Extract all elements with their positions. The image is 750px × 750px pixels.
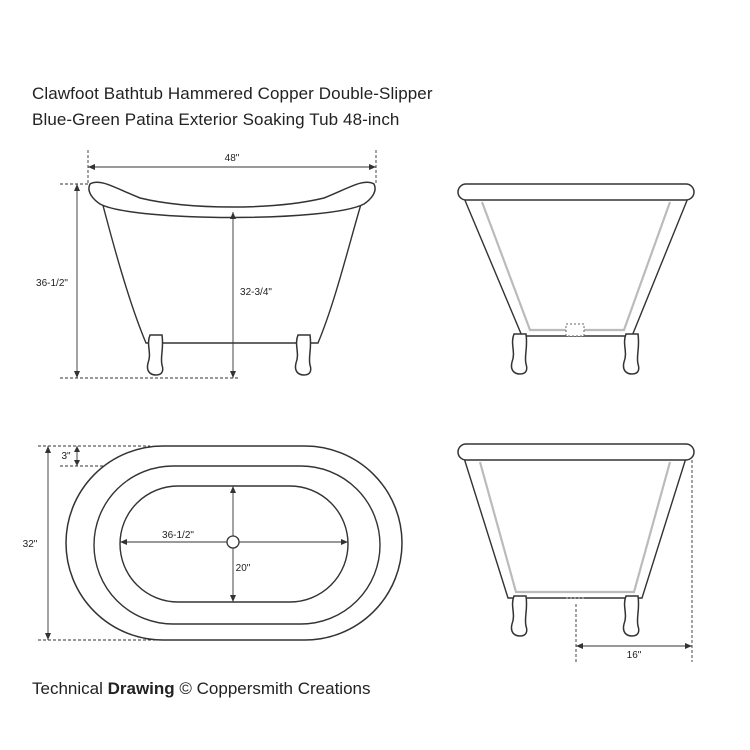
dim-label-length: 48": [225, 153, 240, 164]
tub-rim-front: [88, 181, 376, 219]
end-view: 16": [457, 443, 695, 662]
top-view: 32" 3" 36-1/2" 20": [23, 445, 403, 641]
clawfoot-right: [294, 334, 312, 376]
dim-label-rim: 3": [61, 451, 71, 462]
dim-label-inner-width: 20": [236, 563, 251, 574]
tub-body-side: [463, 197, 689, 337]
tub-inner-wall: [478, 461, 672, 594]
dim-label-height: 36-1/2": [36, 278, 68, 289]
tub-rim-side: [457, 183, 695, 201]
dim-label-width: 32": [23, 539, 38, 550]
footer-credit: Technical Drawing © Coppersmith Creation…: [32, 679, 371, 699]
clawfoot-right: [622, 595, 640, 637]
drawing-title-line-1: Clawfoot Bathtub Hammered Copper Double-…: [32, 84, 433, 103]
front-view: 48" 36-1/2" 32-3/4": [36, 150, 377, 379]
side-view: [457, 183, 695, 375]
dim-label-inner-depth: 32-3/4": [240, 287, 272, 298]
drain-fitting: [565, 323, 585, 337]
footer-prefix: Technical: [32, 679, 108, 698]
clawfoot-left: [146, 334, 164, 376]
clawfoot-left: [510, 595, 528, 637]
drain-hole: [226, 535, 240, 549]
clawfoot-left: [510, 333, 528, 375]
dim-label-foot-offset: 16": [627, 650, 642, 661]
drawing-title-line-2: Blue-Green Patina Exterior Soaking Tub 4…: [32, 110, 400, 129]
tub-rim-end: [457, 443, 695, 461]
footer-suffix: © Coppersmith Creations: [174, 679, 371, 698]
footer-bold: Drawing: [107, 679, 175, 698]
dim-label-inner-length: 36-1/2": [162, 530, 194, 541]
dim-arrowheads: [74, 446, 80, 466]
clawfoot-right: [622, 333, 640, 375]
